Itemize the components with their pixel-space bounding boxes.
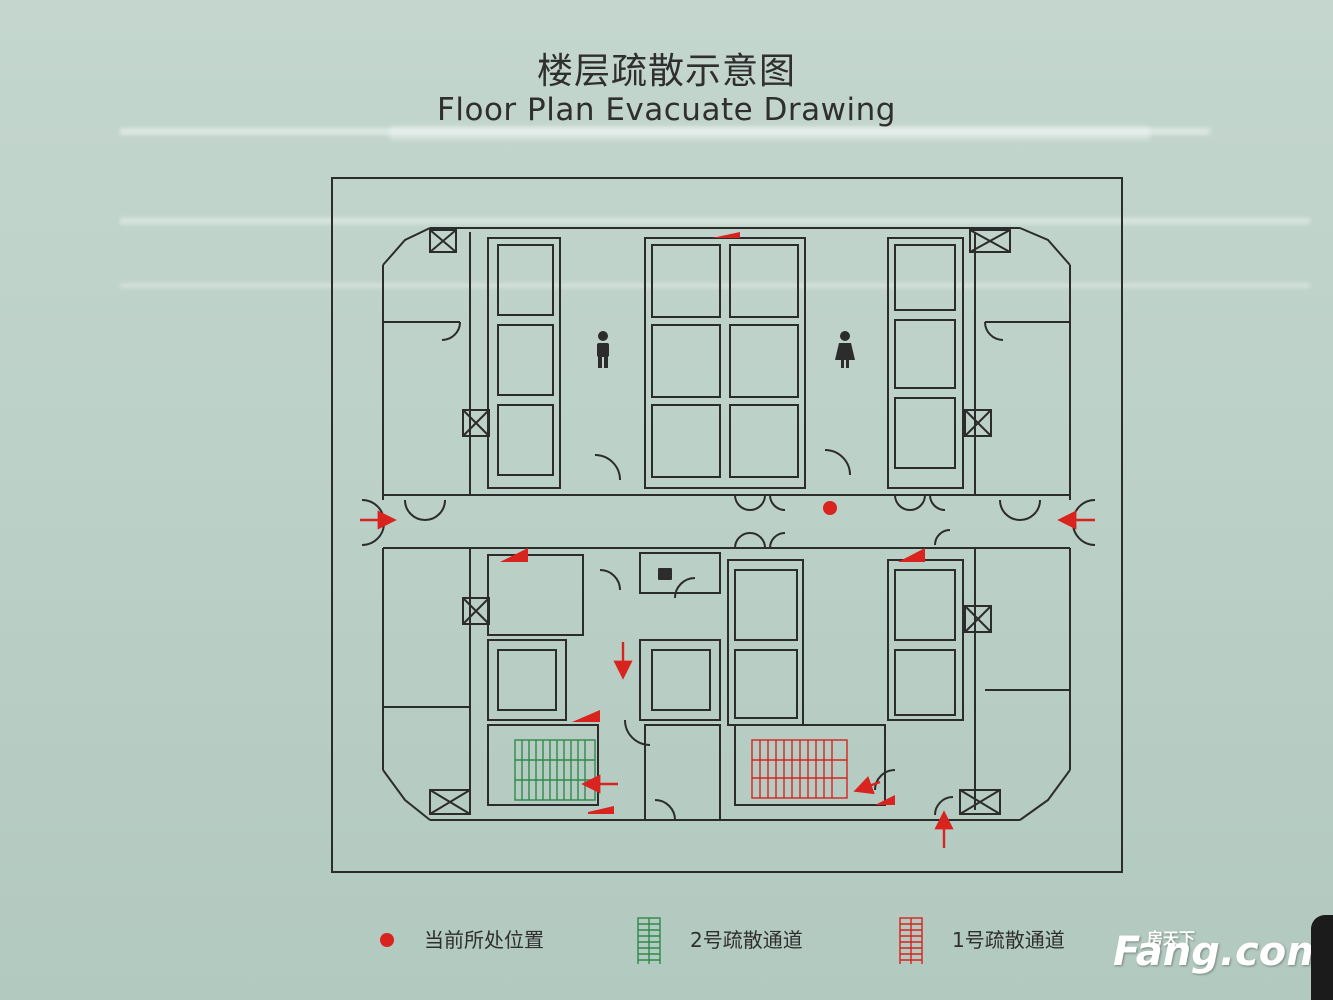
fire-equipment-icon: [658, 568, 672, 580]
corner-pod-bl: [382, 769, 431, 821]
page-subtitle: Floor Plan Evacuate Drawing: [437, 92, 896, 128]
glare-streak: [120, 128, 1210, 135]
legend-exit-route-2-label: 2号疏散通道: [690, 928, 803, 952]
legend-exit-route-1-icon: [899, 917, 923, 964]
glare-streak: [390, 126, 1150, 140]
glare-streak: [120, 283, 1310, 288]
legend-current-location-icon: [380, 933, 394, 947]
watermark-small-text: 房天下: [1147, 929, 1196, 948]
page-title: 楼层疏散示意图: [536, 51, 796, 92]
frame-edge: [1311, 915, 1333, 1000]
legend-exit-route-1-label: 1号疏散通道: [952, 928, 1065, 952]
glare-streak: [120, 218, 1310, 224]
exit-route-1-stair: [751, 739, 848, 799]
exit-route-2-stair: [514, 739, 596, 801]
current-location-marker: [823, 501, 837, 515]
watermark-brand: Fang.com: [1113, 929, 1328, 975]
exit-arrow: [853, 776, 881, 795]
corner-pod-tr: [1019, 227, 1071, 266]
plan-frame: [331, 177, 1123, 873]
watermark: 房天下 Fang.com: [1113, 925, 1328, 985]
legend-current-location-label: 当前所处位置: [424, 928, 544, 952]
legend-exit-route-2-icon: [637, 917, 661, 964]
mens-restroom-icon: [598, 331, 608, 341]
womens-restroom-icon: [840, 331, 850, 341]
corner-pod-tl: [382, 227, 431, 266]
corner-pod-br: [1019, 769, 1071, 821]
